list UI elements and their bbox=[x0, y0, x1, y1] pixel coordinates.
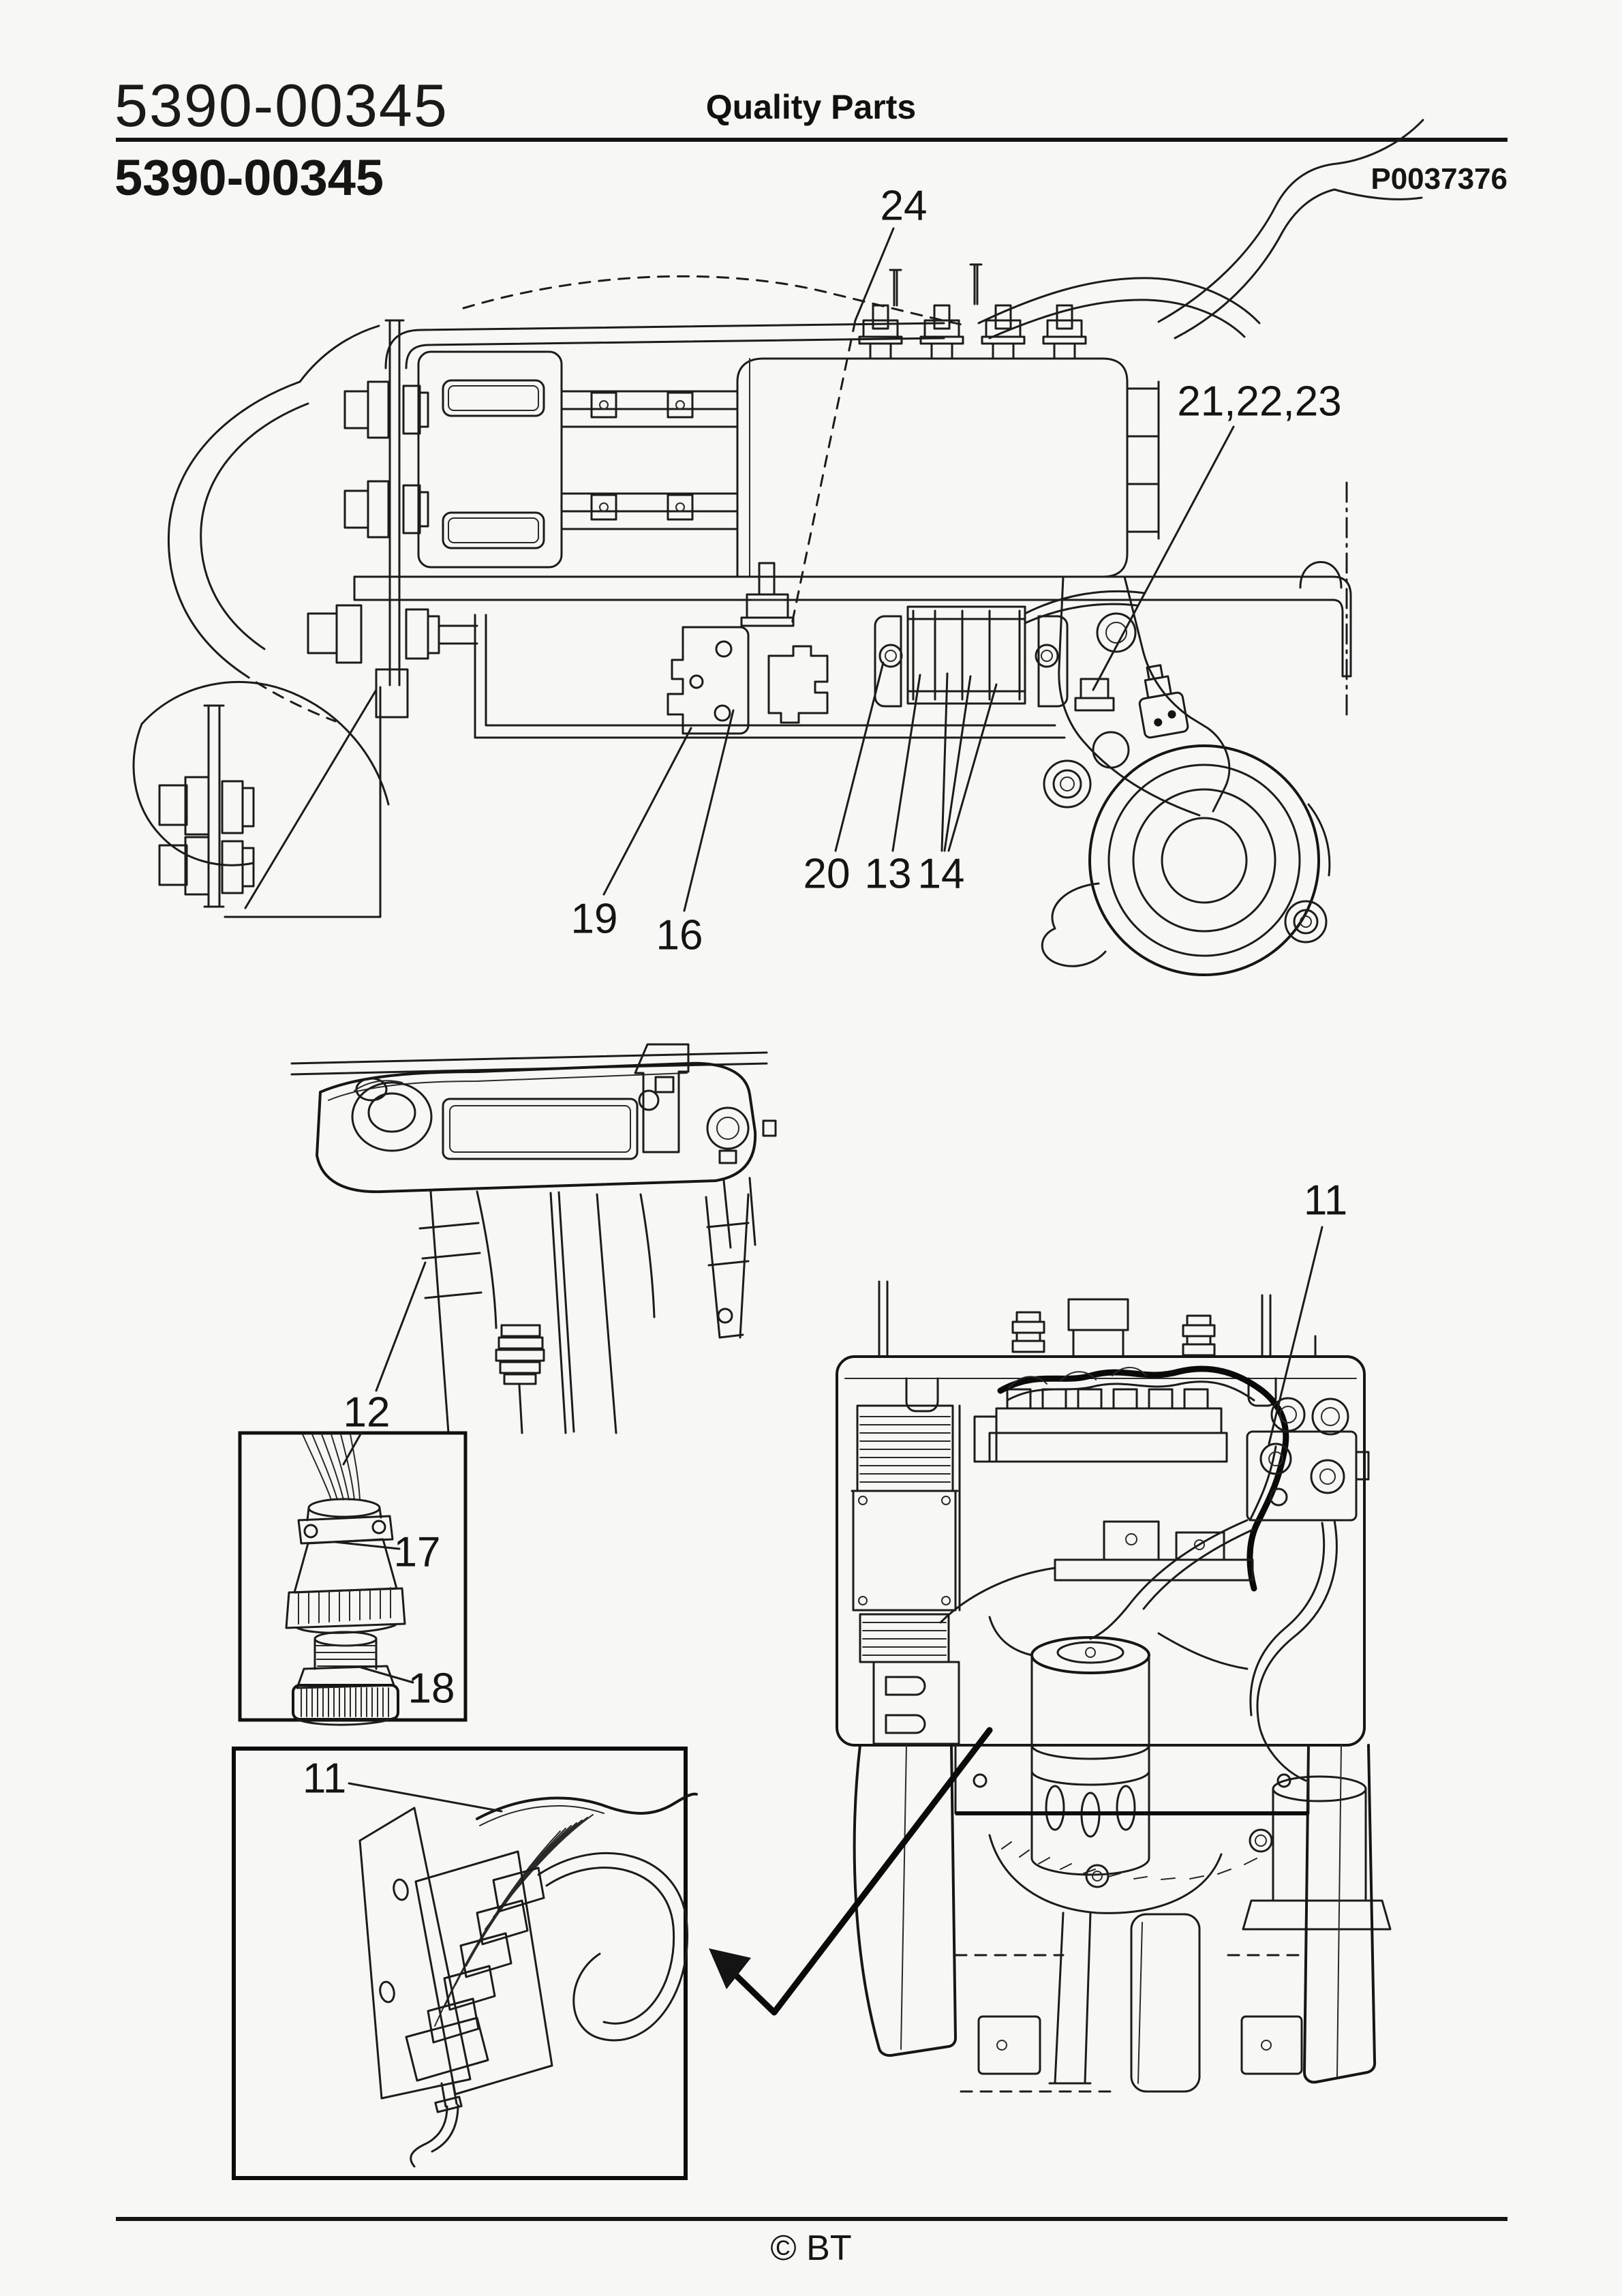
figure-code: P0037376 bbox=[1371, 162, 1508, 196]
header-rule bbox=[116, 138, 1508, 142]
bolt-group bbox=[343, 480, 429, 539]
fuse-block bbox=[973, 1388, 1228, 1463]
drive-unit-assembly-diagram bbox=[132, 119, 1424, 976]
connector-blocks bbox=[405, 1867, 545, 2082]
callout-24: 24 bbox=[880, 182, 928, 230]
callout-21-22-23: 21,22,23 bbox=[1177, 378, 1342, 425]
callout-leader-lines bbox=[334, 227, 1323, 1813]
callout-18: 18 bbox=[408, 1665, 455, 1712]
section-number: 5390-00345 bbox=[114, 149, 384, 206]
quality-parts-title: Quality Parts bbox=[705, 88, 917, 126]
bolt-group bbox=[158, 776, 255, 836]
callout-14: 14 bbox=[917, 850, 965, 898]
footer-rule bbox=[116, 2217, 1508, 2221]
callout-11-inset: 11 bbox=[302, 1755, 347, 1802]
bolt-group bbox=[307, 604, 478, 664]
callout-19: 19 bbox=[570, 895, 618, 943]
callout-11-chassis: 11 bbox=[1303, 1177, 1348, 1224]
tiller-head-diagram bbox=[290, 1043, 777, 1434]
bolt-group bbox=[158, 836, 255, 896]
page-title: 5390-00345 bbox=[114, 72, 448, 139]
micro-switch bbox=[1138, 664, 1189, 739]
chassis-diagram bbox=[836, 1280, 1392, 2093]
callout-17: 17 bbox=[393, 1528, 441, 1576]
harness-detail-box bbox=[232, 1747, 698, 2180]
connector-detail-box bbox=[238, 1431, 468, 1726]
copyright: © BT bbox=[770, 2229, 852, 2268]
reference-arrow-icon bbox=[709, 1727, 993, 2016]
callout-12: 12 bbox=[343, 1389, 391, 1436]
bolt-group bbox=[343, 380, 429, 439]
callout-16: 16 bbox=[656, 911, 703, 959]
callout-13: 13 bbox=[864, 850, 912, 898]
terminal-studs bbox=[858, 263, 1087, 360]
callout-20: 20 bbox=[803, 850, 851, 898]
